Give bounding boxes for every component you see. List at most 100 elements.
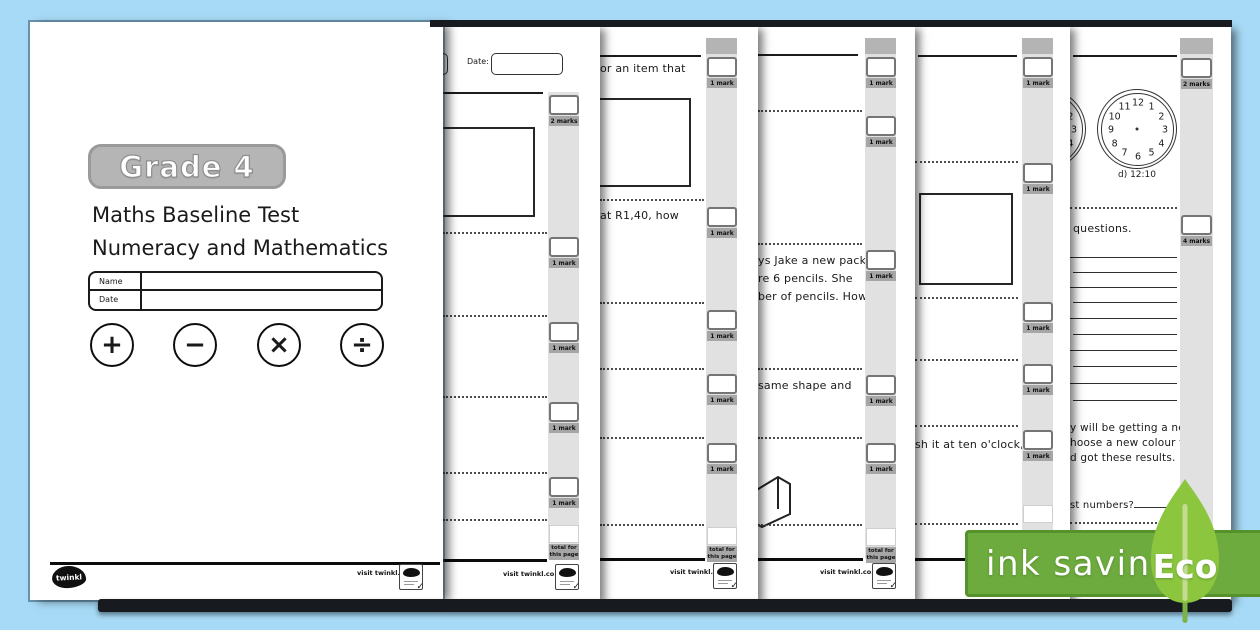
mark-label: 1 mark <box>549 498 579 508</box>
mark-answer-box <box>707 207 737 227</box>
cert-line <box>877 580 891 581</box>
clock-number: 11 <box>1118 101 1131 113</box>
mark-label: 1 mark <box>707 464 737 474</box>
mark-label: 1 mark <box>866 137 896 147</box>
dotted-divider <box>915 523 1018 525</box>
mark-badge: 1 mark <box>707 207 737 238</box>
dotted-divider <box>758 368 862 370</box>
dotted-divider <box>443 519 547 521</box>
dotted-divider <box>443 396 547 398</box>
times-symbol: × <box>268 330 290 360</box>
mark-badge: 2 marks <box>1181 58 1212 89</box>
question-fragment: st numbers? <box>1070 500 1135 511</box>
page-stack-bottom-shadow <box>98 599 1232 612</box>
worksheet-page-4: ys Jake a new pack re 6 pencils. She ber… <box>758 26 915 603</box>
mark-badge: 1 mark <box>549 402 579 433</box>
clock-number: 4 <box>1070 138 1074 149</box>
twinkl-logo: twinkl <box>51 565 87 589</box>
mark-answer-box <box>866 57 896 77</box>
cert-line <box>404 581 418 582</box>
clock-number: 6 <box>1134 151 1142 163</box>
paragraph-line: ber of pencils. How <box>758 290 868 303</box>
total-label: total for this page <box>866 547 896 563</box>
mark-answer-box <box>866 116 896 136</box>
mark-label: 1 mark <box>1023 385 1053 395</box>
mark-badge: 1 mark <box>549 322 579 353</box>
mark-label: 1 mark <box>549 423 579 433</box>
mark-badge: 2 marks <box>549 95 579 126</box>
minus-symbol: − <box>184 330 206 360</box>
total-box <box>1023 505 1053 523</box>
date-label: Date: <box>467 57 489 66</box>
dotted-divider <box>1070 522 1177 524</box>
mark-label: 1 mark <box>866 271 896 281</box>
cert-line <box>404 584 414 585</box>
clock-number: 7 <box>1121 147 1128 159</box>
answer-line <box>1070 318 1177 319</box>
paragraph-line: re 6 pencils. She <box>758 272 853 285</box>
visit-url: visit twinkl.co.za <box>670 568 732 576</box>
answer-line <box>1073 334 1177 335</box>
footer-rule <box>758 558 863 561</box>
page-stack-top-shadow <box>430 20 1232 27</box>
mark-answer-box <box>866 443 896 463</box>
answer-line <box>1070 287 1177 288</box>
mark-label: 1 mark <box>707 228 737 238</box>
divide-circle-icon: ÷ <box>340 323 384 367</box>
cert-line <box>718 583 728 584</box>
clock-number: 10 <box>1108 111 1121 122</box>
mark-label: 1 mark <box>1023 78 1053 88</box>
mark-answer-box <box>707 57 737 77</box>
divide-symbol: ÷ <box>351 330 373 360</box>
mark-answer-box <box>549 95 579 115</box>
worksheet-page-2: Date: 2 marks 1 mark 1 mark 1 mark 1 mar… <box>443 26 600 603</box>
marks-column-header <box>865 38 896 54</box>
section-rule <box>758 54 858 56</box>
marks-column-header <box>706 38 737 54</box>
mark-label: 1 mark <box>549 258 579 268</box>
cover-title: Maths Baseline Test <box>92 203 300 227</box>
answer-line <box>1070 350 1177 351</box>
cert-line <box>560 584 570 585</box>
twinkl-cert-logo: ✓ <box>399 564 424 592</box>
answer-line <box>1073 400 1177 401</box>
question-text: questions. <box>1073 222 1132 235</box>
dotted-divider <box>915 425 1018 427</box>
name-box-edge <box>443 53 448 75</box>
cert-blob-icon <box>403 568 420 577</box>
question-paragraph: ys Jake a new pack re 6 pencils. She ber… <box>758 252 867 306</box>
dotted-divider <box>758 437 862 439</box>
clock-number: 1 <box>1148 101 1155 113</box>
marks-column-header <box>1022 38 1053 54</box>
dotted-divider <box>600 524 704 526</box>
dotted-divider <box>600 437 704 439</box>
name-date-table: Name Date <box>88 271 383 311</box>
minus-circle-icon: − <box>173 323 217 367</box>
answer-line <box>1073 272 1177 273</box>
section-rule <box>918 55 1017 57</box>
mark-answer-box <box>707 443 737 463</box>
mark-label: 1 mark <box>1023 184 1053 194</box>
mark-badge: 1 mark <box>549 477 579 508</box>
clock-number: 12 <box>1131 97 1145 109</box>
total-label: total for this page <box>549 544 579 560</box>
twinkl-logo-text: twinkl <box>55 571 83 583</box>
mark-answer-box <box>1023 57 1053 77</box>
mark-badge: 1 mark <box>1023 57 1053 88</box>
dotted-divider <box>443 232 547 234</box>
mark-label: 2 marks <box>1181 79 1212 89</box>
cert-check-icon: ✓ <box>416 582 424 592</box>
footer-rule <box>50 562 440 565</box>
clock-number: 4 <box>1158 138 1165 149</box>
mark-badge: 1 mark <box>866 443 896 474</box>
cert-blob-icon <box>559 568 576 577</box>
question-text: or an item that <box>600 62 686 75</box>
dotted-divider <box>600 199 704 201</box>
dotted-divider <box>758 110 862 112</box>
worksheet-cover-page: Grade 4 Maths Baseline Test Numeracy and… <box>30 22 443 600</box>
footer-rule <box>443 559 547 562</box>
question-paragraph: y will be getting a new hoose a new colo… <box>1070 421 1194 466</box>
section-rule <box>443 92 543 94</box>
marks-column <box>1180 38 1213 559</box>
dotted-divider <box>443 315 547 317</box>
